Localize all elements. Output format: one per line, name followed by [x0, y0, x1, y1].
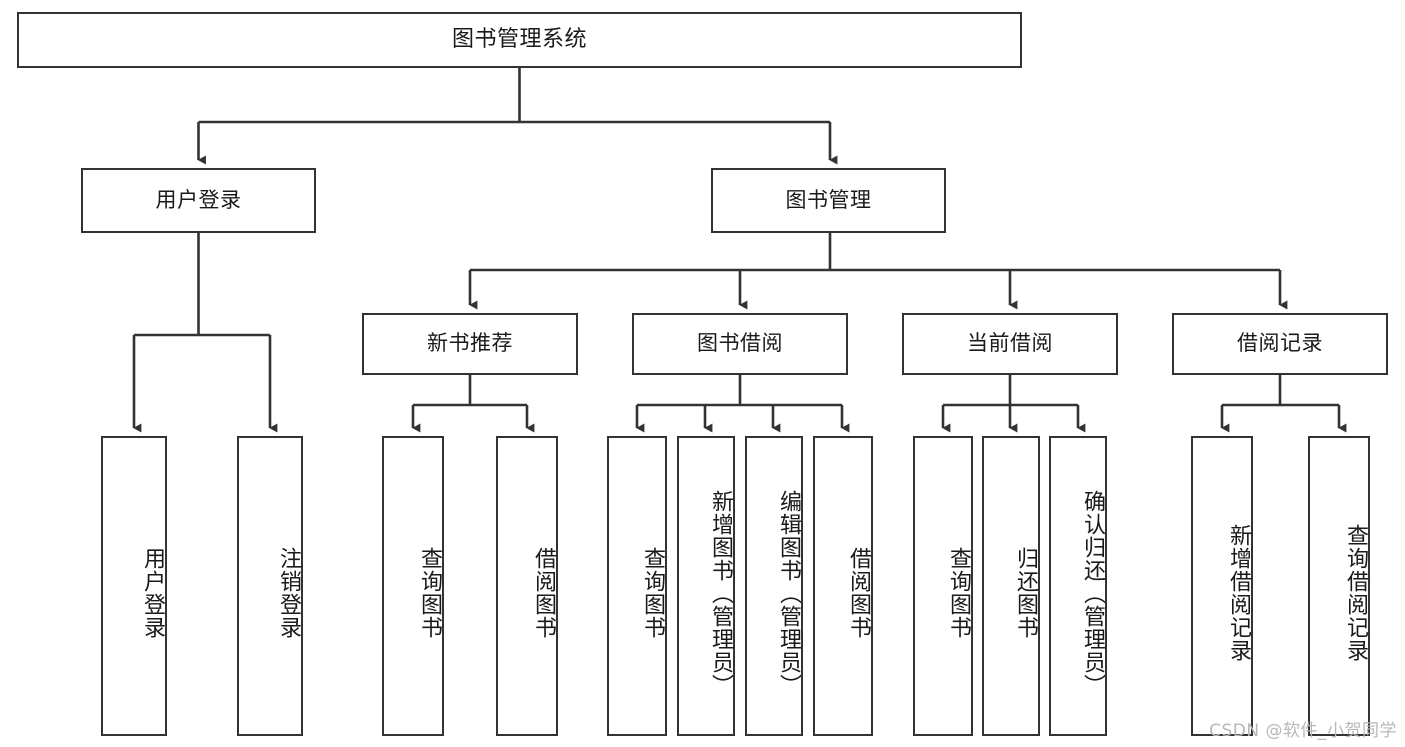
node-label: 编辑图书（管理员） [776, 489, 801, 697]
leaf-edit-book[interactable]: 编辑图书（管理员） [745, 436, 803, 736]
node-current-borrow[interactable]: 当前借阅 [902, 313, 1118, 375]
node-book-borrow[interactable]: 图书借阅 [632, 313, 848, 375]
leaf-query-book-current[interactable]: 查询图书 [913, 436, 973, 736]
leaf-borrow-book-recommend[interactable]: 借阅图书 [496, 436, 558, 736]
node-label: 查询图书 [946, 547, 971, 639]
leaf-query-book-borrow[interactable]: 查询图书 [607, 436, 667, 736]
leaf-query-borrow-record[interactable]: 查询借阅记录 [1308, 436, 1370, 736]
node-label: 归还图书 [1013, 547, 1038, 639]
leaf-add-borrow-record[interactable]: 新增借阅记录 [1191, 436, 1253, 736]
node-label: 借阅图书 [846, 547, 871, 639]
node-label: 用户登录 [140, 547, 165, 639]
node-label: 新增借阅记录 [1226, 524, 1251, 662]
leaf-user-login[interactable]: 用户登录 [101, 436, 167, 736]
leaf-add-book[interactable]: 新增图书（管理员） [677, 436, 735, 736]
leaf-borrow-book[interactable]: 借阅图书 [813, 436, 873, 736]
node-label: 借阅记录 [1237, 331, 1323, 356]
node-label: 注销登录 [276, 547, 301, 639]
leaf-logout-login[interactable]: 注销登录 [237, 436, 303, 736]
leaf-return-book[interactable]: 归还图书 [982, 436, 1040, 736]
leaf-query-book-recommend[interactable]: 查询图书 [382, 436, 444, 736]
node-label: 查询借阅记录 [1343, 524, 1368, 662]
node-label: 图书借阅 [697, 331, 783, 356]
node-root-system[interactable]: 图书管理系统 [17, 12, 1022, 68]
node-label: 当前借阅 [967, 331, 1053, 356]
node-label: 查询图书 [640, 547, 665, 639]
node-borrow-record[interactable]: 借阅记录 [1172, 313, 1388, 375]
node-user-login[interactable]: 用户登录 [81, 168, 316, 233]
node-label: 确认归还（管理员） [1080, 489, 1105, 697]
node-label: 借阅图书 [531, 547, 556, 639]
leaf-confirm-return[interactable]: 确认归还（管理员） [1049, 436, 1107, 736]
csdn-watermark: CSDN @软件_小贺同学 [1209, 721, 1397, 741]
node-label: 查询图书 [417, 547, 442, 639]
node-label: 新增图书（管理员） [708, 489, 733, 697]
node-label: 新书推荐 [427, 331, 513, 356]
node-label: 用户登录 [155, 187, 242, 212]
node-label: 图书管理系统 [451, 26, 587, 52]
node-new-book-recommend[interactable]: 新书推荐 [362, 313, 578, 375]
node-book-manage[interactable]: 图书管理 [711, 168, 946, 233]
node-label: 图书管理 [785, 187, 872, 212]
